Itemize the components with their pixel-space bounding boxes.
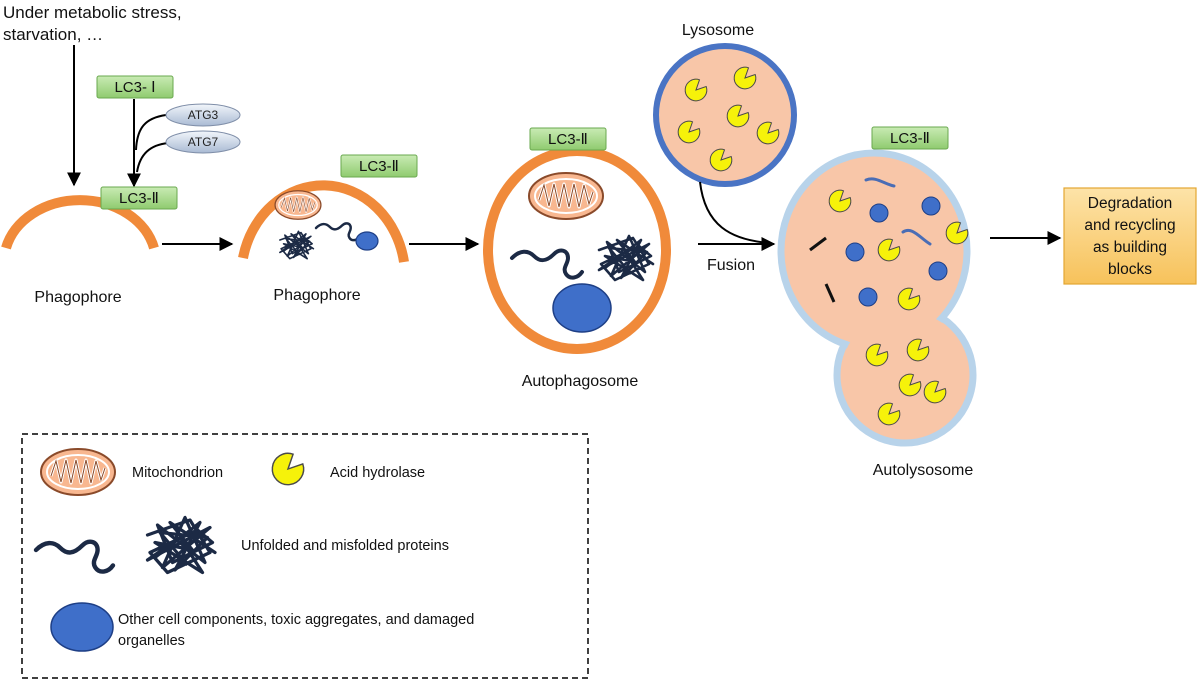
protein-tangle-in-phagophore [279, 230, 315, 260]
autophagosome [483, 146, 671, 354]
atg7-pill: ATG7 [165, 130, 241, 154]
mitochondrion-in-autophagosome [527, 171, 605, 221]
mitochondrion-icon [39, 447, 117, 497]
organelle-in-autophagosome [552, 283, 612, 333]
acid-hydrolase-icon [271, 452, 305, 486]
lc3-2-box-autolysosome: LC3-Ⅱ [871, 126, 949, 150]
phagophore-1 [1, 195, 159, 250]
fragment-squiggle [901, 229, 932, 246]
mitochondrion-in-phagophore [274, 189, 322, 221]
lc3-2-label: LC3-Ⅱ [359, 158, 399, 175]
phagophore-1-membrane [1, 195, 159, 250]
lysosome [653, 43, 797, 187]
lc3-2-box-autophagosome: LC3-Ⅱ [529, 127, 607, 151]
atg7-connector [136, 142, 169, 173]
fragment-squiggle [864, 177, 896, 188]
stimulus-line-2: starvation, … [3, 25, 103, 44]
atg3-label: ATG3 [188, 108, 219, 122]
outcome-line-2: and recycling [1084, 217, 1175, 234]
fragment-line [824, 283, 836, 303]
legend-other-line-2: organelles [118, 633, 185, 649]
protein-squiggle-in-phagophore [314, 222, 361, 242]
legend-proteins: Unfolded and misfolded proteins [241, 538, 449, 554]
fragment-line [809, 236, 827, 252]
lc3-1-label: LC3- Ⅰ [114, 79, 155, 96]
stimulus-line-1: Under metabolic stress, [3, 3, 182, 22]
autolysosome-label: Autolysosome [873, 462, 974, 479]
protein-squiggle-icon [36, 542, 113, 572]
phagophore-2-membrane [238, 180, 409, 263]
lc3-2-box-phagophore-2: LC3-Ⅱ [340, 154, 418, 178]
phagophore-2 [238, 180, 409, 263]
lysosome-fusion-arrow [699, 181, 771, 244]
fusion-label: Fusion [707, 257, 755, 274]
outcome-box: Degradation and recycling as building bl… [1063, 187, 1197, 285]
atg3-connector [135, 114, 167, 151]
legend: Mitochondrion Acid hydrolase Unfolded an… [21, 433, 589, 679]
legend-mitochondrion: Mitochondrion [132, 465, 223, 481]
lc3-2-label: LC3-Ⅱ [119, 190, 159, 207]
autolysosome-organelle [858, 287, 878, 307]
lc3-1-box: LC3- Ⅰ [96, 75, 174, 99]
outcome-line-1: Degradation [1088, 195, 1172, 212]
autophagosome-label: Autophagosome [522, 373, 639, 390]
organelle-icon [50, 602, 114, 652]
autolysosome-organelle [845, 242, 865, 262]
autolysosome-organelle [869, 203, 889, 223]
lc3-2-box-phagophore-1: LC3-Ⅱ [100, 186, 178, 210]
autolysosome-organelle [921, 196, 941, 216]
outcome-line-4: blocks [1108, 261, 1152, 278]
legend-acid-hydrolase: Acid hydrolase [330, 465, 425, 481]
atg7-label: ATG7 [188, 135, 219, 149]
organelle-in-phagophore [355, 231, 379, 251]
legend-border [21, 433, 589, 679]
outcome-line-3: as building [1093, 239, 1167, 256]
autolysosome-organelle [928, 261, 948, 281]
lysosome-label: Lysosome [682, 22, 754, 39]
lc3-2-label: LC3-Ⅱ [548, 131, 588, 148]
legend-other-line-1: Other cell components, toxic aggregates,… [118, 612, 474, 628]
autolysosome [777, 149, 977, 447]
phagophore-2-label: Phagophore [273, 287, 360, 304]
phagophore-1-label: Phagophore [34, 289, 121, 306]
lc3-2-label: LC3-Ⅱ [890, 130, 930, 147]
atg3-pill: ATG3 [165, 103, 241, 127]
protein-tangle-icon [145, 515, 217, 575]
